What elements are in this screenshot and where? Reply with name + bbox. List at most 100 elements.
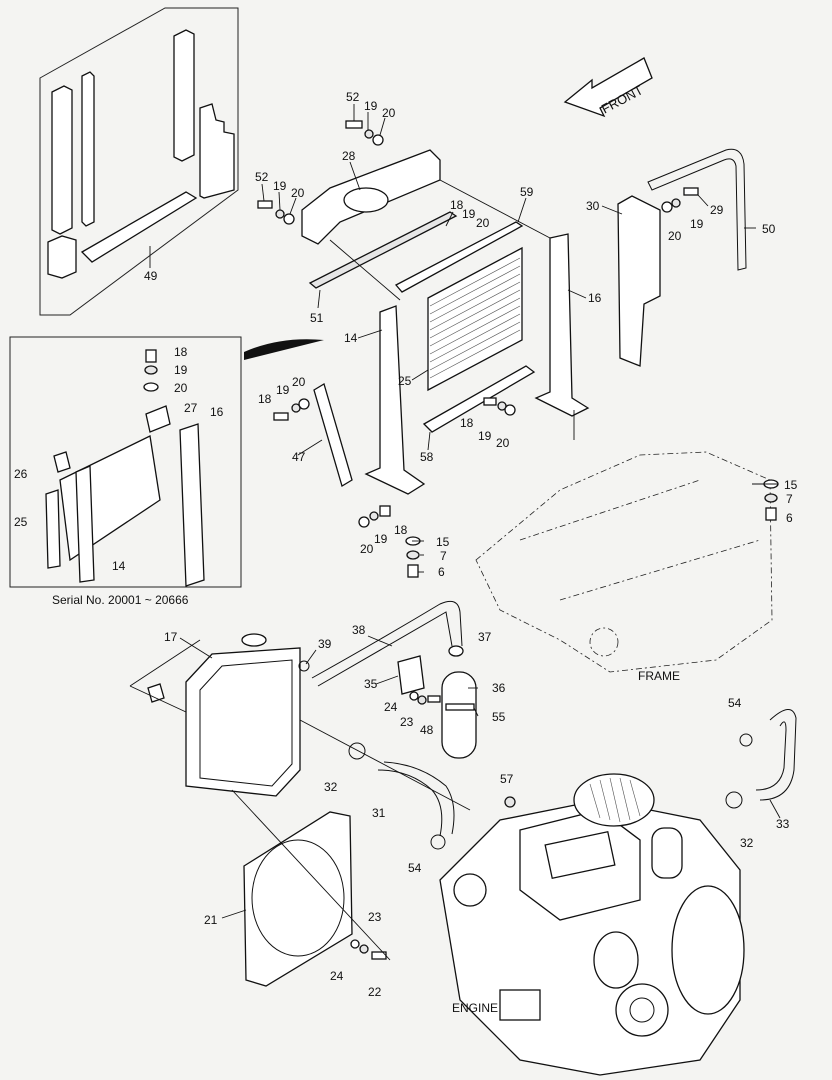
- bolt-48: [427, 695, 441, 703]
- callout-20: 20: [496, 436, 510, 450]
- callout-26: 26: [14, 467, 28, 481]
- callout-15: 15: [784, 478, 798, 492]
- washer-20-bottom: [358, 516, 370, 528]
- detail-box: [9, 336, 242, 588]
- seal-bar-2: [81, 71, 95, 227]
- callout-19: 19: [273, 179, 287, 193]
- callout-25: 25: [14, 515, 28, 529]
- callout-52: 52: [346, 90, 360, 104]
- callout-7: 7: [786, 492, 793, 506]
- bolt-52-top: [345, 120, 363, 129]
- air-cleaner: [573, 773, 655, 827]
- callout-55: 55: [492, 710, 506, 724]
- callout-20: 20: [668, 229, 682, 243]
- callout-23: 23: [400, 715, 414, 729]
- callout-29: 29: [710, 203, 724, 217]
- callout-20: 20: [174, 381, 188, 395]
- callout-20: 20: [360, 542, 374, 556]
- detail-bolt-18: [145, 349, 157, 363]
- flywheel-hub: [629, 997, 655, 1023]
- callout-17: 17: [164, 630, 178, 644]
- callout-50: 50: [762, 222, 776, 236]
- callout-36: 36: [492, 681, 506, 695]
- radiator-guide-1: [129, 639, 201, 687]
- callout-20: 20: [292, 375, 306, 389]
- callout-24: 24: [330, 969, 344, 983]
- callout-22: 22: [368, 985, 382, 999]
- cap-37: [448, 645, 464, 657]
- muffler: [671, 885, 745, 1015]
- washer-19-left-b: [291, 403, 301, 413]
- engine: [439, 709, 797, 1076]
- callout-37: 37: [478, 630, 492, 644]
- hose-33: [759, 709, 797, 801]
- callout-32: 32: [324, 780, 338, 794]
- callout-18: 18: [460, 416, 474, 430]
- callout-20: 20: [291, 186, 305, 200]
- callout-18: 18: [394, 523, 408, 537]
- callout-52: 52: [255, 170, 269, 184]
- callout-27: 27: [184, 401, 198, 415]
- hose-guide: [299, 719, 471, 811]
- callout-59: 59: [520, 185, 534, 199]
- callout-15: 15: [436, 535, 450, 549]
- detail-pointer: [244, 339, 324, 360]
- frame: [475, 451, 779, 673]
- serial-detail: [9, 336, 324, 588]
- detail-washer-19: [144, 365, 158, 375]
- detail-clip-26: [53, 451, 71, 473]
- air-outlet: [651, 827, 683, 879]
- callout-58: 58: [420, 450, 434, 464]
- callout-21: 21: [204, 913, 218, 927]
- upper-assembly: [257, 120, 747, 578]
- callout-19: 19: [276, 383, 290, 397]
- seal-bar-long: [80, 191, 198, 263]
- text-labels: FRONT FRAME ENGINE Serial No. 20001 ~ 20…: [14, 82, 798, 1015]
- hose-38-edge: [317, 611, 453, 687]
- oil-cooler-fins: [429, 257, 521, 379]
- seal-strip-51: [308, 211, 458, 289]
- guide-1: [329, 239, 401, 301]
- bracket-28-boss: [343, 187, 389, 213]
- seal-bar-1: [51, 85, 73, 235]
- callout-51: 51: [310, 311, 324, 325]
- callout-6: 6: [438, 565, 445, 579]
- seal-block-small: [47, 235, 77, 279]
- bolt-18-right: [483, 397, 497, 406]
- frame-label: FRAME: [638, 669, 680, 683]
- callout-31: 31: [372, 806, 386, 820]
- washer-24-shroud: [350, 939, 360, 949]
- frame-member-2: [559, 539, 761, 601]
- clamp-54-upper: [739, 733, 753, 747]
- callout-32: 32: [740, 836, 754, 850]
- callout-16: 16: [588, 291, 602, 305]
- washer-7-frame: [764, 493, 778, 503]
- washer-19-left: [275, 209, 285, 219]
- clamp-39: [298, 660, 310, 672]
- plate-30: [617, 195, 661, 367]
- band-55: [445, 703, 475, 711]
- bracket-35: [397, 655, 425, 695]
- bolt-29: [683, 187, 699, 196]
- callout-25: 25: [398, 374, 412, 388]
- bracket-59: [394, 221, 524, 293]
- radiator-area: [129, 600, 477, 987]
- callout-19: 19: [364, 99, 378, 113]
- callout-54: 54: [408, 861, 422, 875]
- washer-24-tank: [409, 691, 419, 701]
- flywheel: [615, 983, 669, 1037]
- seal-bar-3: [173, 29, 195, 162]
- bracket-58: [422, 365, 536, 433]
- callout-18: 18: [174, 345, 188, 359]
- washer-7: [406, 550, 420, 560]
- callout-30: 30: [586, 199, 600, 213]
- callout-19: 19: [374, 532, 388, 546]
- callout-19: 19: [690, 217, 704, 231]
- callout-28: 28: [342, 149, 356, 163]
- seal-50: [647, 148, 747, 271]
- callout-33: 33: [776, 817, 790, 831]
- frame-hole: [589, 627, 619, 657]
- serial-label: Serial No. 20001 ~ 20666: [52, 593, 189, 607]
- hose-31: [377, 769, 443, 837]
